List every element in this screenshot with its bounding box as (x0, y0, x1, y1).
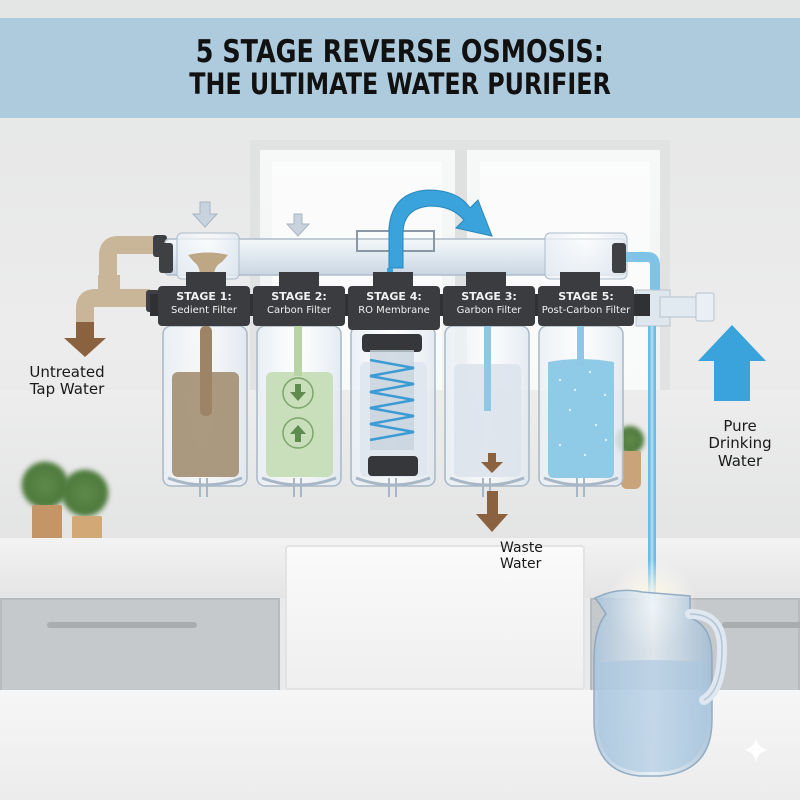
canister-stage-4 (350, 325, 436, 497)
cap-necks (186, 272, 600, 288)
title-banner: 5 STAGE REVERSE OSMOSIS: THE ULTIMATE WA… (0, 18, 800, 118)
tube-connector-left (159, 243, 173, 273)
stage-number: STAGE 3: (461, 290, 517, 303)
arrow-down-icon (481, 453, 503, 473)
sparkle-icon (744, 738, 768, 762)
stage-label-1: STAGE 1: Sedient Filter (158, 286, 250, 326)
stage-name: Carbon Filter (267, 305, 331, 316)
plant-pot (621, 451, 641, 489)
cabinet-handle (722, 622, 800, 628)
canister-stage-1 (162, 325, 248, 497)
label-line: Water (500, 556, 542, 573)
stage-number: STAGE 5: (558, 290, 614, 303)
arrow-down-icon (191, 201, 219, 228)
stage-name: Garbon Filter (456, 305, 522, 316)
cabinet-left (0, 598, 280, 698)
label-line: Tap Water (29, 380, 105, 399)
arrow-down-icon (285, 213, 311, 237)
stage-label-2: STAGE 2: Carbon Filter (253, 286, 345, 326)
label-line: Waste (500, 540, 543, 556)
curved-arrow-icon (388, 189, 493, 269)
stage-name: RO Membrane (358, 305, 430, 316)
stage-label-3: STAGE 3: Garbon Filter (443, 286, 535, 326)
label-line: Water (717, 451, 763, 470)
tube-connector-right (612, 243, 626, 273)
title-line-1: 5 STAGE REVERSE OSMOSIS: (195, 33, 605, 70)
stage-label-4: STAGE 4: RO Membrane (348, 286, 440, 330)
canister-stage-5 (538, 325, 624, 497)
label-line: Pure (723, 417, 757, 435)
cabinet-handle (47, 622, 197, 628)
arrow-up-icon (698, 325, 766, 401)
label-line: Drinking (708, 434, 772, 453)
arrow-down-icon (476, 491, 508, 532)
title-line-2: THE ULTIMATE WATER PURIFIER (189, 67, 611, 102)
canister-stage-2 (256, 325, 342, 497)
arrow-up-icon (290, 425, 306, 442)
stage-number: STAGE 1: (176, 290, 232, 303)
canister-stage-3 (444, 325, 530, 497)
waste-water-label: Waste Water (500, 540, 560, 572)
arrow-up-circle-icon (282, 417, 314, 449)
plant-leaves (60, 468, 110, 518)
stage-name: Post-Carbon Filter (541, 305, 631, 316)
sediment-in-tube (188, 252, 228, 276)
label-line: Untreated (29, 363, 105, 381)
farmhouse-sink (285, 545, 585, 690)
pure-drinking-water-label: Pure Drinking Water (690, 417, 790, 470)
untreated-tap-water-label: Untreated Tap Water (12, 363, 122, 399)
arrow-down-circle-icon (282, 377, 314, 409)
water-pitcher (593, 560, 728, 777)
arrow-down-icon (64, 322, 106, 357)
output-pipes (626, 252, 715, 605)
stage-name: Sedient Filter (171, 305, 237, 316)
stage-number: STAGE 2: (271, 290, 327, 303)
stage-label-5: STAGE 5: Post-Carbon Filter (538, 286, 634, 326)
arrow-down-icon (290, 384, 306, 401)
stage-number: STAGE 4: (366, 290, 422, 303)
